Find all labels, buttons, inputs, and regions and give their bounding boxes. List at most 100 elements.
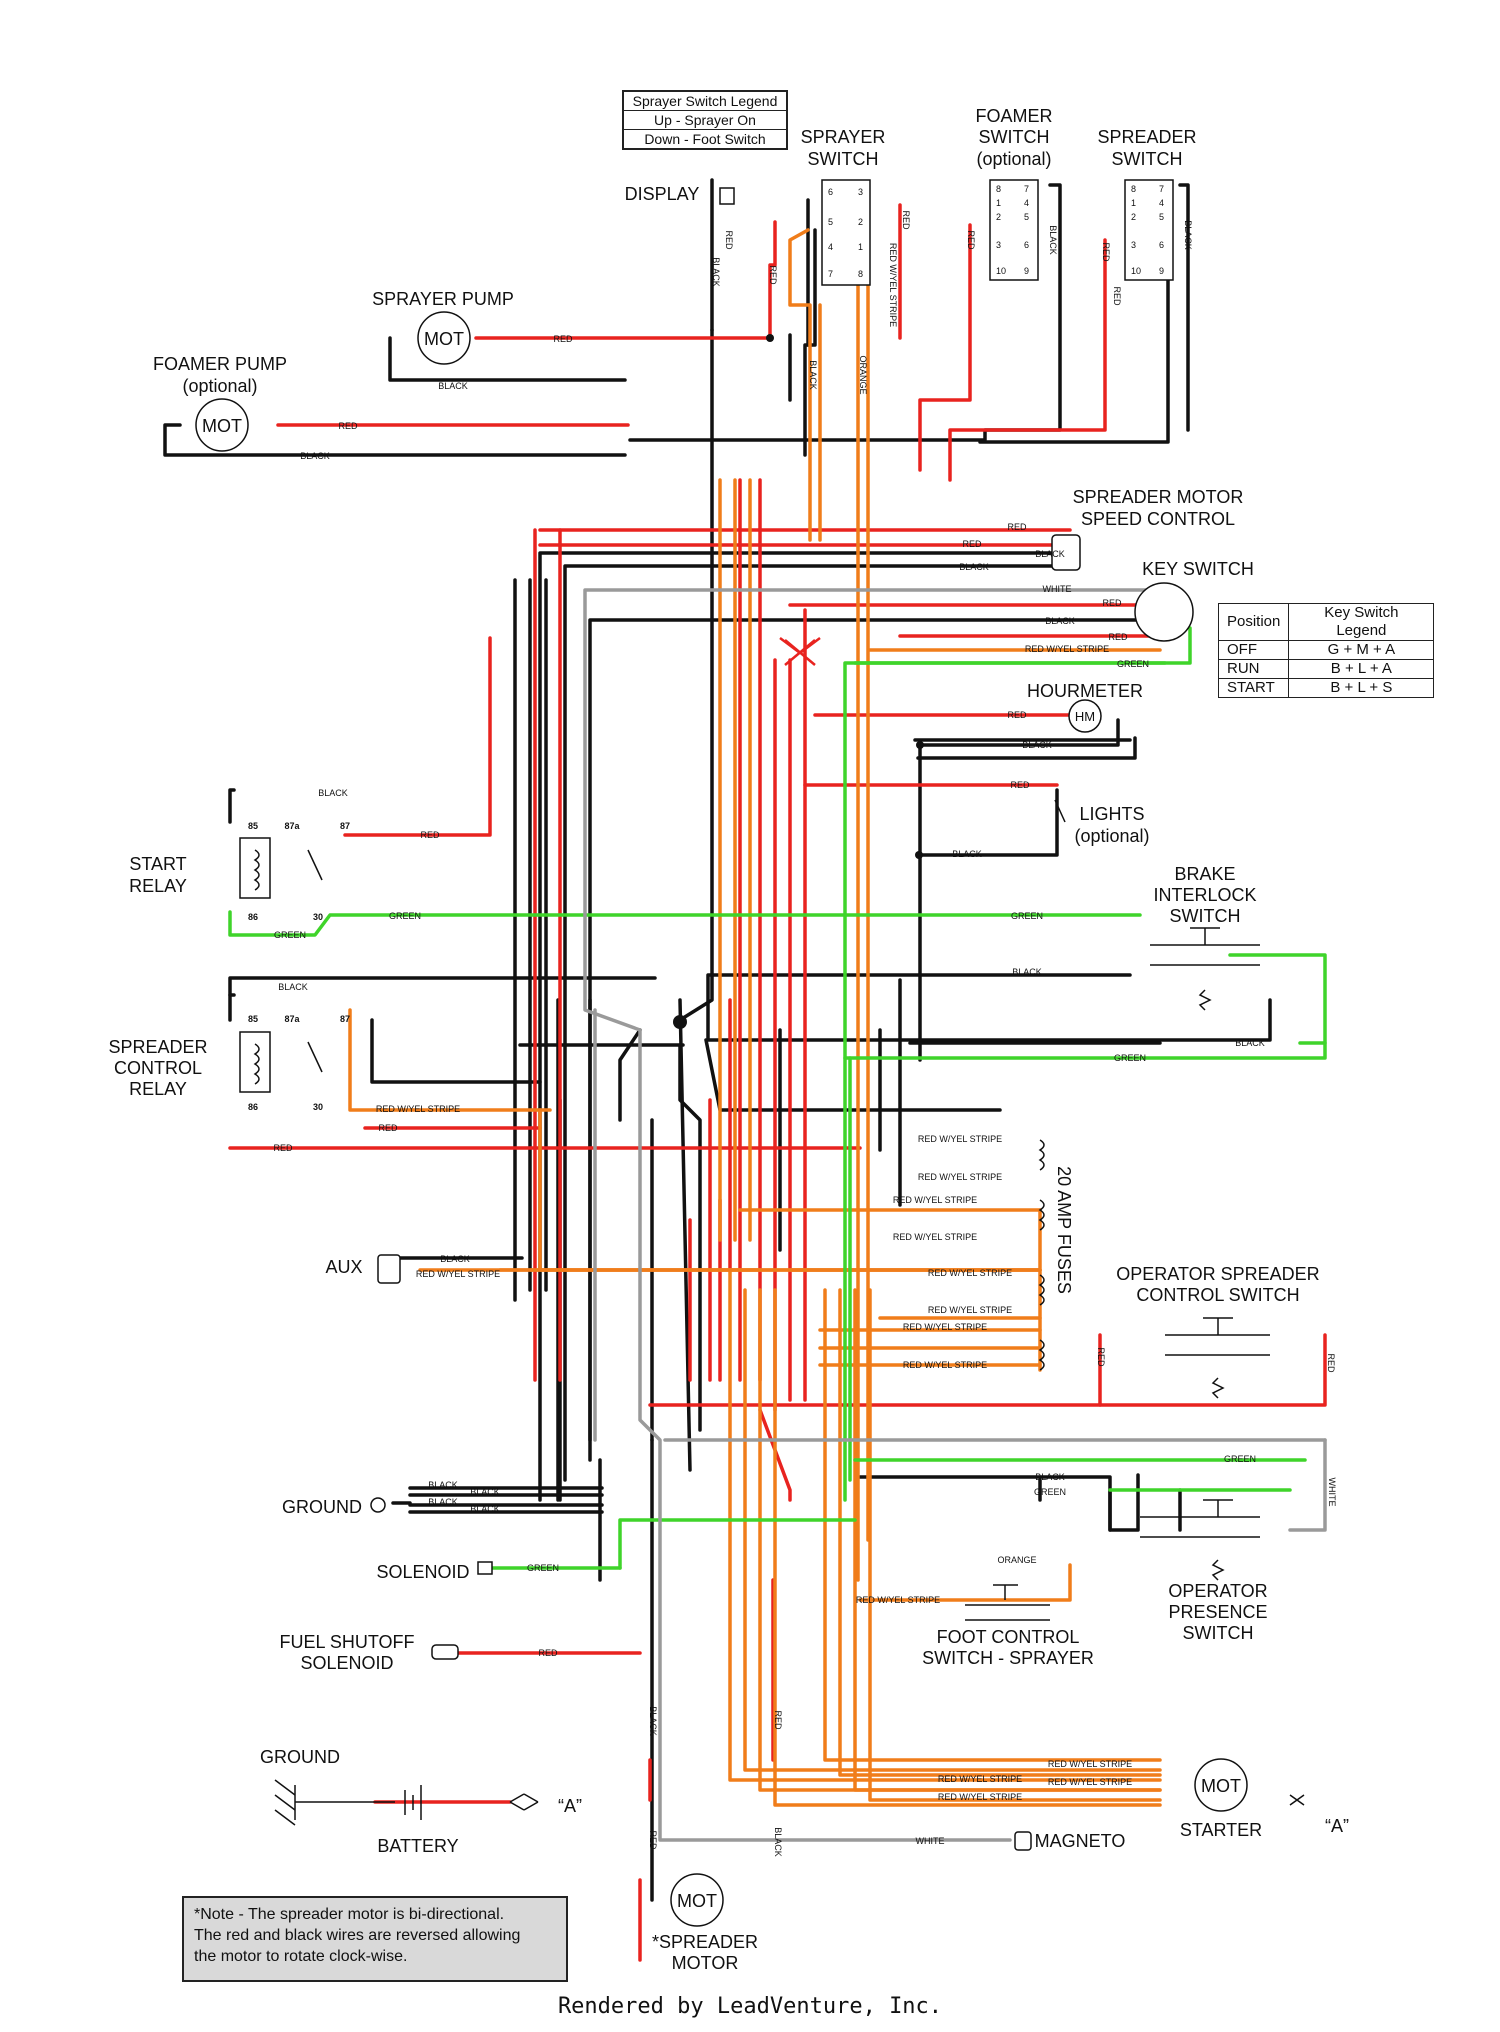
spreader-pin: 3: [1131, 240, 1136, 250]
sprayer-legend-row: Down - Foot Switch: [624, 129, 786, 148]
spreader-motor-note: *Note - The spreader motor is bi-directi…: [182, 1896, 568, 1982]
sprayer-switch-body: [821, 179, 871, 286]
wire-label-red-yel: RED W/YEL STRIPE: [938, 1774, 1022, 1784]
spreader-pin: 6: [1159, 240, 1164, 250]
wire-label-green: GREEN: [1117, 659, 1149, 669]
ground-label: GROUND: [282, 1497, 362, 1517]
solenoid-label: SOLENOID: [376, 1562, 469, 1582]
start-relay-pin-87a: 87a: [284, 821, 300, 831]
wire-label-black: BLACK: [1183, 220, 1193, 250]
wire-label-red: RED: [538, 1648, 558, 1658]
spreader-motor-label-2: MOTOR: [672, 1953, 739, 1973]
start-relay-label-1: START: [129, 854, 186, 874]
red-wires: [228, 203, 1327, 1962]
wire-label-black: BLACK: [1235, 1038, 1265, 1048]
operator-spreader-switch: [1165, 1317, 1270, 1399]
sprayer-pin: 8: [858, 269, 863, 279]
start-relay-pin-30: 30: [313, 912, 323, 922]
note-line: *Note - The spreader motor is bi-directi…: [194, 1906, 505, 1923]
key-switch-legend: Position Key Switch Legend OFF G + M + A…: [1217, 603, 1435, 698]
battery-symbol: [404, 1785, 539, 1820]
sprayer-pin: 3: [858, 187, 863, 197]
spreader-switch-label-1: SPREADER: [1097, 127, 1196, 147]
hourmeter-label: HOURMETER: [1027, 681, 1143, 701]
green-wires: [228, 626, 1327, 1570]
wire-label-black: BLACK: [711, 257, 721, 287]
aux-label: AUX: [325, 1257, 362, 1277]
wire-label-black: BLACK: [428, 1497, 458, 1507]
terminal-a-right: “A”: [1325, 1816, 1349, 1836]
spreader-relay-label-2: CONTROL: [114, 1058, 202, 1078]
foamer-pin: 1: [996, 198, 1001, 208]
solenoid-connector: [477, 1561, 493, 1575]
sprayer-legend-row: Up - Sprayer On: [624, 110, 786, 129]
sprayer-pin: 7: [828, 269, 833, 279]
starter-label: STARTER: [1180, 1820, 1262, 1840]
black-wires: [163, 178, 1272, 1902]
wire-label-red: RED: [338, 421, 358, 431]
key-legend-value: G + M + A: [1288, 640, 1435, 660]
wire-label-red-yel: RED W/YEL STRIPE: [856, 1595, 940, 1605]
start-relay-label-2: RELAY: [129, 876, 187, 896]
wire-label-red: RED: [378, 1123, 398, 1133]
key-legend-position: START: [1217, 678, 1290, 698]
wire-label-black: BLACK: [1022, 740, 1052, 750]
display-label: DISPLAY: [625, 184, 700, 204]
foamer-pin: 5: [1024, 212, 1029, 222]
sprayer-pin: 2: [858, 217, 863, 227]
key-legend-position: RUN: [1217, 659, 1290, 679]
foot-control-label-2: SWITCH - SPRAYER: [922, 1648, 1094, 1668]
footer-credit: Rendered by LeadVenture, Inc.: [557, 1994, 943, 2019]
wire-label-red: RED: [773, 1710, 783, 1730]
key-legend-header: Key Switch Legend: [1288, 603, 1435, 641]
spreader-pin: 2: [1131, 212, 1136, 222]
wire-label-red: RED: [901, 210, 911, 230]
wire-label-red: RED: [966, 230, 976, 250]
magneto-label: MAGNETO: [1035, 1831, 1126, 1851]
terminal-a-left: “A”: [558, 1796, 582, 1816]
wire-label-orange: ORANGE: [858, 355, 868, 394]
sprayer-pump-label: SPRAYER PUMP: [372, 289, 514, 309]
sprayer-legend-title: Sprayer Switch Legend: [632, 93, 778, 109]
sprayer-switch-legend: Sprayer Switch Legend Up - Sprayer On Do…: [622, 90, 788, 150]
spreader-pin: 1: [1131, 198, 1136, 208]
wire-label-red: RED: [273, 1143, 293, 1153]
fuel-shutoff-label-2: SOLENOID: [300, 1653, 393, 1673]
wire-label-red-yel: RED W/YEL STRIPE: [903, 1322, 987, 1332]
foamer-pin: 3: [996, 240, 1001, 250]
foamer-pump-label-2: (optional): [182, 376, 257, 396]
wire-label-red: RED: [962, 539, 982, 549]
battery-label: BATTERY: [377, 1836, 458, 1856]
key-switch-body: [1134, 582, 1194, 642]
sprayer-pin: 5: [828, 217, 833, 227]
starter-terminal: [1289, 1794, 1305, 1806]
wire-label-green: GREEN: [274, 930, 306, 940]
wire-label-black: BLACK: [438, 381, 468, 391]
sprayer-pump-motor: [417, 311, 471, 365]
wire-label-black: BLACK: [300, 451, 330, 461]
wire-label-green: GREEN: [389, 911, 421, 921]
hourmeter-body: [1068, 699, 1102, 733]
ground-symbol: [274, 1779, 395, 1826]
foamer-pin: 10: [996, 266, 1006, 276]
foot-control-label-1: FOOT CONTROL: [937, 1627, 1080, 1647]
wire-label-red: RED: [1102, 598, 1122, 608]
spreader-pin: 7: [1159, 184, 1164, 194]
start-relay-pin-87: 87: [340, 821, 350, 831]
hourmeter-hm: HM: [1075, 709, 1095, 724]
foamer-pin: 7: [1024, 184, 1029, 194]
display-connector: [719, 187, 735, 205]
spreader-pin: 9: [1159, 266, 1164, 276]
wire-label-red-yel: RED W/YEL STRIPE: [888, 243, 898, 327]
foot-control-switch: [965, 1584, 1050, 1621]
key-legend-value: B + L + A: [1288, 659, 1435, 679]
sprayer-pin: 6: [828, 187, 833, 197]
spreader-pin: 4: [1159, 198, 1164, 208]
wire-label-red: RED: [1326, 1353, 1336, 1373]
wire-label-black: BLACK: [952, 849, 982, 859]
operator-presence-label-3: SWITCH: [1183, 1623, 1254, 1643]
sprayer-switch-label-2: SWITCH: [808, 149, 879, 169]
wire-label-red: RED: [768, 265, 778, 285]
wire-label-white: WHITE: [916, 1836, 945, 1846]
